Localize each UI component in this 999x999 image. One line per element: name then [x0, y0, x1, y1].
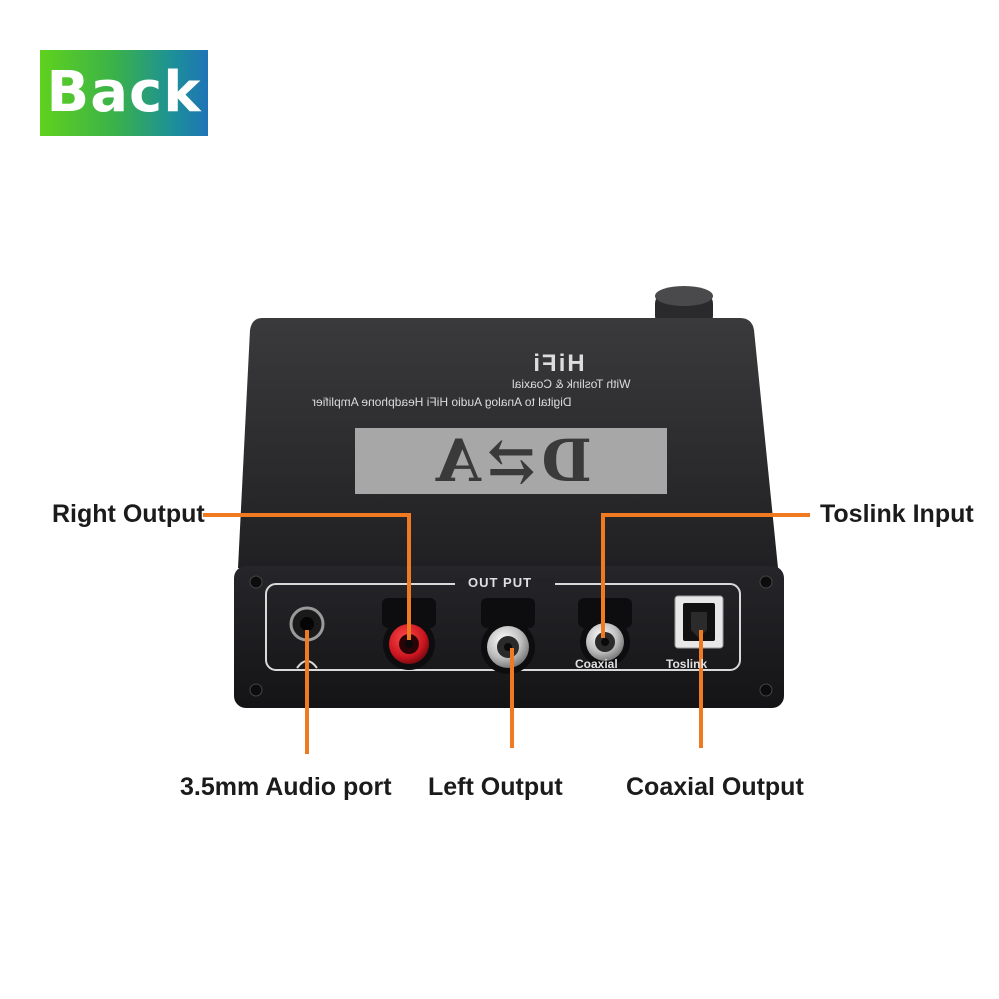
- device-toslink-coaxial-text: With Toslink & Coaxial: [512, 377, 631, 391]
- callout-audio-port: 3.5mm Audio port: [180, 773, 392, 801]
- back-badge-label: Back: [46, 60, 202, 125]
- callout-line-toslink-input: [601, 513, 810, 638]
- screw-icon: [759, 575, 773, 589]
- screw-icon: [249, 683, 263, 697]
- panel-toslink-label: Toslink: [666, 657, 708, 671]
- left-rca-connector: [481, 598, 535, 674]
- callout-left-output: Left Output: [428, 773, 563, 801]
- callout-lines: [203, 513, 810, 754]
- toslink-port: [674, 595, 724, 649]
- device-logo-text: D⇄A: [430, 427, 592, 495]
- screw-icon: [759, 683, 773, 697]
- panel-coaxial-label: Coaxial: [575, 657, 618, 671]
- coaxial-rca-connector: [578, 598, 632, 667]
- callout-line-right-output: [203, 513, 411, 640]
- callout-coaxial-output: Coaxial Output: [626, 773, 804, 801]
- device-hifi-mark: HiFi: [531, 350, 585, 377]
- back-badge: Back: [40, 50, 208, 136]
- device-subtitle-text: Digital to Analog Audio HiFi Headphone A…: [312, 395, 572, 409]
- callout-toslink-input: Toslink Input: [820, 500, 974, 528]
- device-logo-plate: D⇄A: [355, 427, 667, 495]
- screw-icon: [249, 575, 263, 589]
- callout-right-output: Right Output: [52, 500, 205, 528]
- panel-output-label: OUT PUT: [468, 575, 533, 590]
